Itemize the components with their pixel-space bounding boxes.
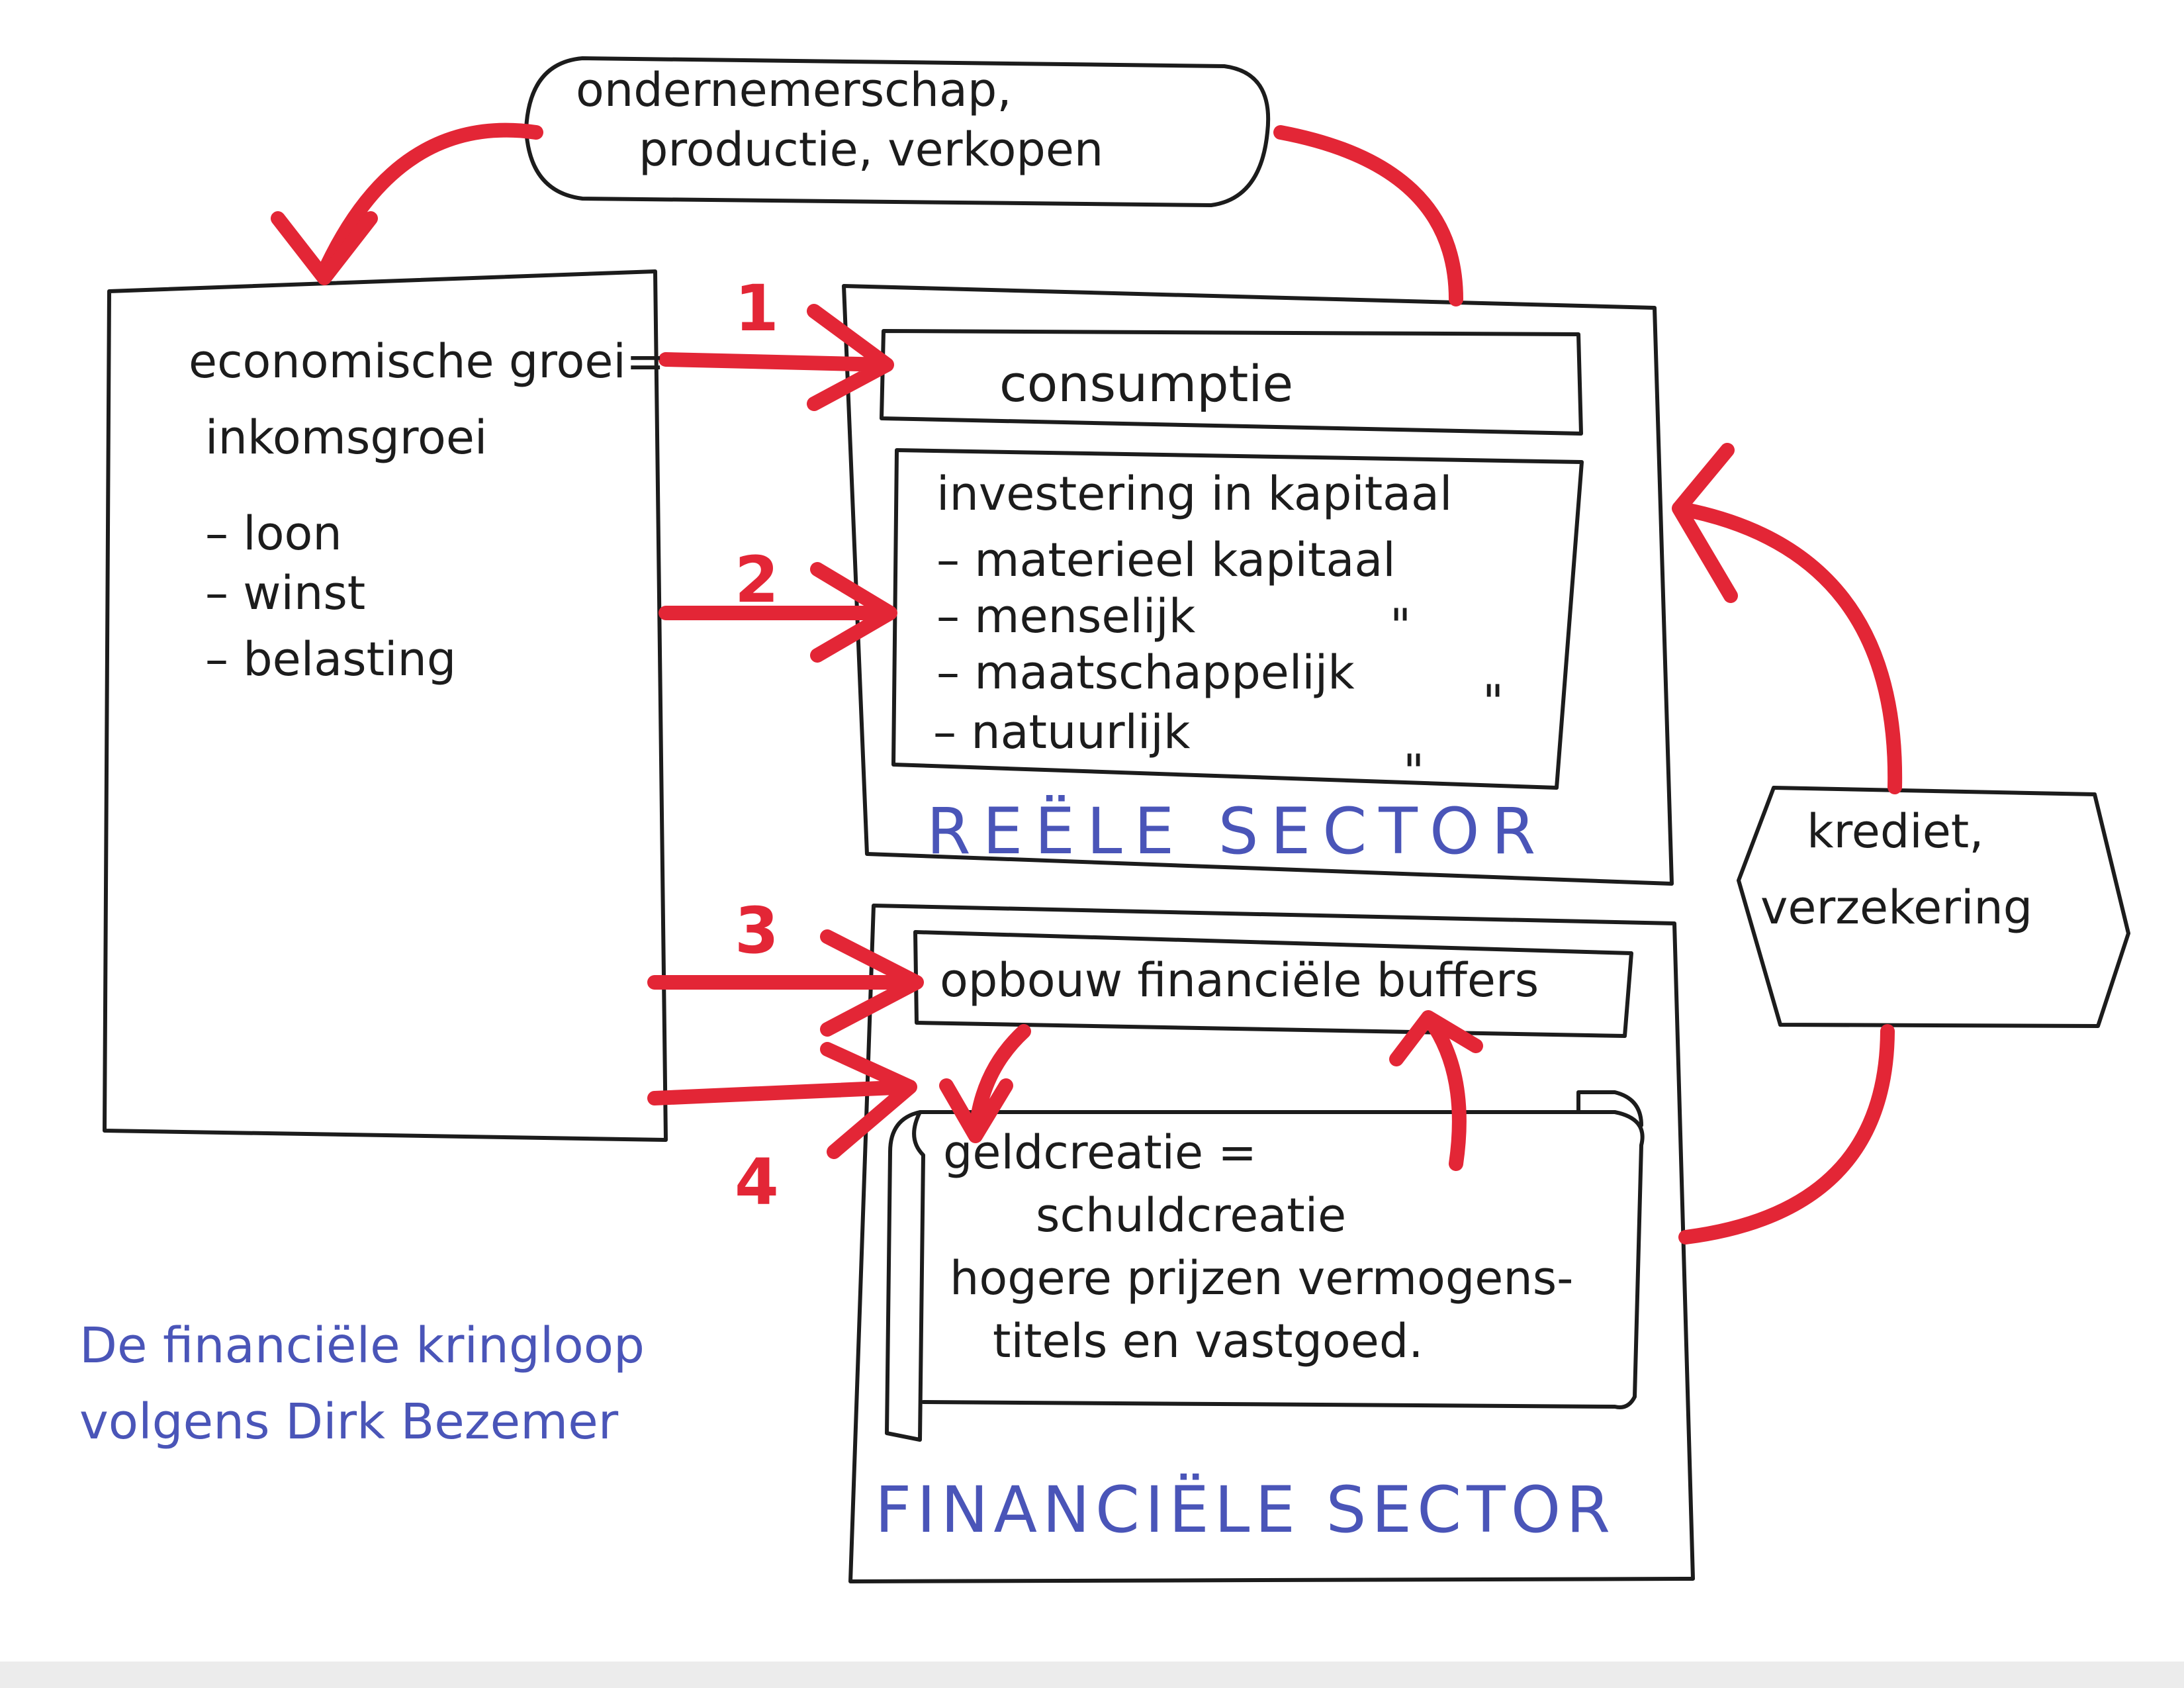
financial-sector-box	[848, 904, 1695, 1583]
arrow-scroll-to-buffers	[1389, 1010, 1483, 1171]
arrow-4-scroll	[647, 1042, 917, 1159]
left-box	[103, 269, 668, 1142]
credit-line2: verzekering	[1760, 880, 2033, 935]
scroll-line: hogere prijzen vermogens-	[950, 1251, 1574, 1305]
arrow-financial-to-credit	[1678, 1024, 1895, 1244]
scroll-line: geldcreatie =	[943, 1125, 1257, 1180]
investment-box	[891, 448, 1584, 790]
arrow-2-investment	[659, 562, 897, 663]
consumption-box	[880, 329, 1583, 436]
caption-line2: volgens Dirk Bezemer	[79, 1393, 619, 1450]
flow-number-1: 1	[735, 271, 779, 346]
ditto-mark: "	[1403, 745, 1425, 799]
scan-edge	[0, 1662, 2184, 1688]
buffers-box	[913, 930, 1633, 1038]
arrow-real-to-production	[1273, 125, 1463, 306]
investment-item: – natuurlijk	[933, 705, 1191, 759]
real-sector-box	[842, 284, 1674, 886]
real-sector-label: REËLE SECTOR	[927, 794, 1548, 868]
investment-title: investering in kapitaal	[936, 467, 1453, 521]
income-item-belasting: – belasting	[205, 632, 457, 686]
scroll-shape	[885, 1090, 1645, 1442]
income-item-loon: – loon	[205, 506, 342, 561]
arrow-1-consumption	[659, 304, 894, 411]
credit-node-shape	[1737, 786, 2130, 1028]
arrow-3-buffers	[647, 929, 924, 1037]
arrowhead-income	[271, 211, 378, 285]
investment-item: – maatschappelijk	[936, 645, 1355, 700]
arrow-buffers-to-scroll	[939, 1024, 1031, 1143]
investment-item: – materieel kapitaal	[936, 533, 1396, 587]
top-node-shape	[524, 56, 1271, 207]
buffers-label: opbouw financiële buffers	[940, 953, 1539, 1008]
arrow-production-to-income	[317, 122, 543, 279]
consumption-label: consumptie	[999, 354, 1294, 413]
ditto-mark: "	[1390, 599, 1412, 653]
left-box-title-1: economische groei=	[189, 334, 665, 389]
top-node-line2: productie, verkopen	[639, 122, 1104, 177]
financial-sector-label: FINANCIËLE SECTOR	[875, 1473, 1616, 1547]
credit-line1: krediet,	[1807, 804, 1984, 859]
ditto-mark: "	[1482, 675, 1504, 729]
flow-number-3: 3	[735, 894, 779, 968]
flow-number-2: 2	[735, 543, 779, 617]
caption-line1: De financiële kringloop	[79, 1317, 645, 1374]
left-box-title-2: inkomsgroei	[205, 410, 488, 465]
scroll-line: schuldcreatie	[1036, 1188, 1347, 1243]
top-node-line1: ondernemerschap,	[576, 63, 1012, 117]
flow-number-4: 4	[735, 1145, 779, 1219]
arrow-credit-to-real	[1672, 443, 1903, 794]
investment-item: – menselijk	[936, 589, 1196, 643]
scroll-line: titels en vastgoed.	[993, 1314, 1424, 1368]
income-item-winst: – winst	[205, 566, 366, 620]
